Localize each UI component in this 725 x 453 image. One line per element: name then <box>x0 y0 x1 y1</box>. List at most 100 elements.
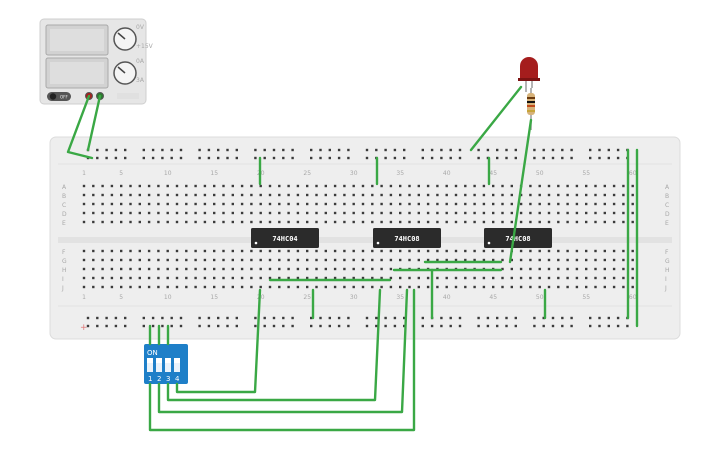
breadboard-hole[interactable] <box>170 156 173 160</box>
breadboard-hole[interactable] <box>185 202 188 206</box>
breadboard-hole[interactable] <box>557 211 560 215</box>
breadboard-hole[interactable] <box>352 276 355 280</box>
breadboard-hole[interactable] <box>501 285 504 289</box>
breadboard-hole[interactable] <box>380 193 383 197</box>
breadboard-hole[interactable] <box>533 148 536 152</box>
breadboard-hole[interactable] <box>254 316 257 320</box>
breadboard-hole[interactable] <box>213 285 216 289</box>
breadboard-hole[interactable] <box>389 258 393 262</box>
breadboard-hole[interactable] <box>82 276 86 280</box>
breadboard-hole[interactable] <box>310 148 313 152</box>
breadboard-hole[interactable] <box>315 258 318 262</box>
breadboard-hole[interactable] <box>612 285 616 289</box>
breadboard-hole[interactable] <box>142 316 145 320</box>
breadboard-hole[interactable] <box>631 202 634 206</box>
breadboard-hole[interactable] <box>324 184 327 188</box>
breadboard-hole[interactable] <box>464 249 467 253</box>
breadboard-hole[interactable] <box>547 202 551 206</box>
breadboard-hole[interactable] <box>399 202 402 206</box>
breadboard-hole[interactable] <box>603 184 606 188</box>
breadboard-hole[interactable] <box>454 276 458 280</box>
wire-switch-3-to-and[interactable] <box>166 288 382 402</box>
breadboard-hole[interactable] <box>110 285 114 289</box>
breadboard-hole[interactable] <box>594 258 597 262</box>
breadboard-hole[interactable] <box>389 267 393 271</box>
breadboard-hole[interactable] <box>306 184 309 188</box>
breadboard-hole[interactable] <box>120 285 123 289</box>
breadboard-hole[interactable] <box>250 276 253 280</box>
breadboard-hole[interactable] <box>324 267 327 271</box>
breadboard-hole[interactable] <box>445 220 448 224</box>
breadboard-hole[interactable] <box>333 211 337 215</box>
breadboard-hole[interactable] <box>278 276 281 280</box>
breadboard-hole[interactable] <box>445 258 448 262</box>
breadboard-hole[interactable] <box>473 249 476 253</box>
breadboard-hole[interactable] <box>566 276 569 280</box>
breadboard-hole[interactable] <box>222 211 225 215</box>
breadboard-hole[interactable] <box>185 184 188 188</box>
breadboard-hole[interactable] <box>170 316 173 320</box>
breadboard-hole[interactable] <box>287 193 290 197</box>
breadboard-hole[interactable] <box>594 249 597 253</box>
breadboard-hole[interactable] <box>287 202 290 206</box>
breadboard-hole[interactable] <box>408 220 411 224</box>
breadboard-hole[interactable] <box>399 276 402 280</box>
breadboard-hole[interactable] <box>151 316 155 320</box>
breadboard-hole[interactable] <box>361 267 365 271</box>
breadboard-hole[interactable] <box>612 249 616 253</box>
breadboard-hole[interactable] <box>464 276 467 280</box>
breadboard-hole[interactable] <box>343 211 346 215</box>
breadboard-hole[interactable] <box>417 258 420 262</box>
breadboard-hole[interactable] <box>492 258 495 262</box>
breadboard-hole[interactable] <box>501 258 504 262</box>
breadboard-hole[interactable] <box>231 285 234 289</box>
breadboard-hole[interactable] <box>538 285 541 289</box>
breadboard-hole[interactable] <box>505 324 508 328</box>
breadboard-hole[interactable] <box>631 220 634 224</box>
breadboard-hole[interactable] <box>166 220 169 224</box>
breadboard-hole[interactable] <box>389 285 393 289</box>
breadboard-hole[interactable] <box>287 276 290 280</box>
breadboard-hole[interactable] <box>449 156 452 160</box>
breadboard-hole[interactable] <box>101 276 104 280</box>
chip-74hc08-1[interactable]: 74HC08 <box>373 228 441 248</box>
breadboard-hole[interactable] <box>259 258 262 262</box>
breadboard-hole[interactable] <box>449 316 452 320</box>
breadboard-hole[interactable] <box>194 285 197 289</box>
breadboard-hole[interactable] <box>510 285 513 289</box>
breadboard-hole[interactable] <box>454 285 458 289</box>
breadboard-hole[interactable] <box>82 193 86 197</box>
breadboard-hole[interactable] <box>315 202 318 206</box>
breadboard-hole[interactable] <box>486 316 490 320</box>
breadboard-hole[interactable] <box>124 324 127 328</box>
breadboard-hole[interactable] <box>129 211 132 215</box>
breadboard-hole[interactable] <box>505 316 508 320</box>
breadboard-hole[interactable] <box>175 193 179 197</box>
breadboard-hole[interactable] <box>231 220 234 224</box>
breadboard-hole[interactable] <box>482 285 486 289</box>
breadboard-hole[interactable] <box>622 211 625 215</box>
breadboard-hole[interactable] <box>268 285 272 289</box>
breadboard-hole[interactable] <box>347 324 350 328</box>
breadboard-hole[interactable] <box>324 276 327 280</box>
breadboard-hole[interactable] <box>105 316 108 320</box>
breadboard-hole[interactable] <box>542 324 545 328</box>
breadboard-hole[interactable] <box>179 156 183 160</box>
breadboard-hole[interactable] <box>328 316 331 320</box>
breadboard-hole[interactable] <box>82 267 86 271</box>
breadboard-hole[interactable] <box>101 184 104 188</box>
breadboard-hole[interactable] <box>161 324 164 328</box>
breadboard-hole[interactable] <box>240 211 244 215</box>
breadboard-hole[interactable] <box>166 249 169 253</box>
breadboard-hole[interactable] <box>352 193 355 197</box>
breadboard-hole[interactable] <box>575 267 579 271</box>
breadboard-hole[interactable] <box>240 193 244 197</box>
breadboard-hole[interactable] <box>310 156 313 160</box>
breadboard-hole[interactable] <box>449 324 452 328</box>
breadboard-hole[interactable] <box>101 211 104 215</box>
breadboard-hole[interactable] <box>333 258 337 262</box>
breadboard-hole[interactable] <box>120 184 123 188</box>
dip-switch[interactable]: ON 1 2 3 4 <box>144 344 188 384</box>
breadboard-hole[interactable] <box>96 148 99 152</box>
breadboard-hole[interactable] <box>371 202 374 206</box>
